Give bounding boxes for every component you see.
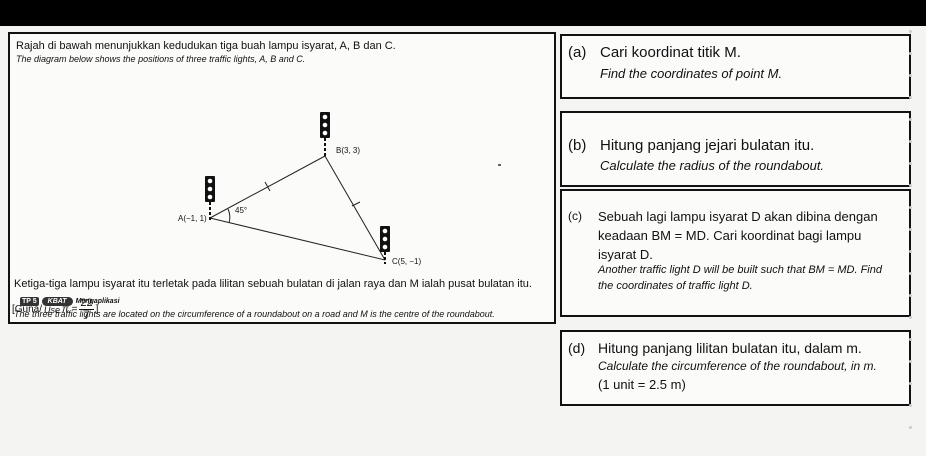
label-angle: 45° — [235, 206, 248, 215]
traffic-light-a-icon — [205, 176, 215, 220]
question-a-box: (a) Cari koordinat titik M. Find the coo… — [560, 34, 911, 99]
question-c-box: (c) Sebuah lagi lampu isyarat D akan dib… — [560, 189, 911, 317]
question-d-english: Calculate the circumference of the round… — [598, 359, 877, 373]
question-a-label: (a) — [568, 44, 587, 61]
angle-arc — [227, 208, 231, 224]
tick-ab — [264, 181, 271, 192]
skill-label: Mengaplikasi — [75, 298, 120, 305]
kbat-badge: KBAT — [41, 297, 73, 306]
traffic-light-c-icon — [380, 226, 390, 264]
intro-english: The diagram below shows the positions of… — [16, 54, 306, 64]
intro-malay: Rajah di bawah menunjukkan kedudukan tig… — [16, 40, 396, 52]
pi-hint-prefix: [Guna/ — [12, 304, 43, 315]
tick-bc — [351, 201, 361, 207]
question-c-label: (c) — [568, 209, 582, 223]
pi-hint-pi: π = — [62, 304, 78, 315]
traffic-light-diagram — [205, 112, 501, 264]
question-d-box: (d) Hitung panjang lilitan bulatan itu, … — [560, 330, 911, 406]
question-b-english: Calculate the radius of the roundabout. — [600, 158, 825, 173]
label-point-c: C(5, −1) — [392, 257, 422, 266]
question-d-label: (d) — [568, 340, 586, 356]
page-margin-dots — [904, 30, 918, 450]
side-bc — [324, 155, 386, 261]
paragraph-english: The three traffic lights are located on … — [14, 309, 495, 319]
traffic-light-b-icon — [320, 112, 330, 156]
question-b-malay: Hitung panjang jejari bulatan itu. — [600, 137, 815, 154]
label-point-a: A(−1, 1) — [178, 214, 207, 223]
pi-numerator: 22 — [79, 297, 94, 310]
pi-hint-use: Use — [44, 304, 61, 315]
pi-fraction: 22 7 — [79, 297, 94, 321]
pi-hint: [Guna/ Use π = 22 7 ] — [12, 298, 98, 321]
question-d-malay: Hitung panjang lilitan bulatan itu, dala… — [598, 340, 862, 356]
question-c-malay-1: Sebuah lagi lampu isyarat D akan dibina … — [598, 209, 878, 224]
question-b-label: (b) — [568, 137, 587, 154]
question-c-malay-2: keadaan BM = MD. Cari koordinat bagi lam… — [598, 228, 862, 243]
paragraph-malay: Ketiga-tiga lampu isyarat itu terletak p… — [14, 278, 532, 290]
question-a-malay: Cari koordinat titik M. — [600, 44, 741, 61]
diagram-box: Rajah di bawah menunjukkan kedudukan tig… — [8, 32, 556, 324]
skill-tag: TP 5 KBAT Mengaplikasi — [20, 297, 120, 306]
question-c-malay-3: isyarat D. — [598, 247, 653, 262]
question-d-unit: (1 unit = 2.5 m) — [598, 377, 686, 392]
pi-denominator: 7 — [83, 309, 90, 321]
question-b-box: (b) Hitung panjang jejari bulatan itu. C… — [560, 111, 911, 187]
question-c-english-2: the coordinates of traffic light D. — [598, 280, 753, 292]
side-ac — [209, 217, 386, 261]
question-a-english: Find the coordinates of point M. — [600, 66, 783, 81]
question-c-english-1: Another traffic light D will be built su… — [598, 264, 882, 276]
label-point-b: B(3, 3) — [336, 146, 361, 155]
pi-hint-suffix: ] — [95, 304, 99, 315]
tp-badge: TP 5 — [20, 297, 39, 306]
